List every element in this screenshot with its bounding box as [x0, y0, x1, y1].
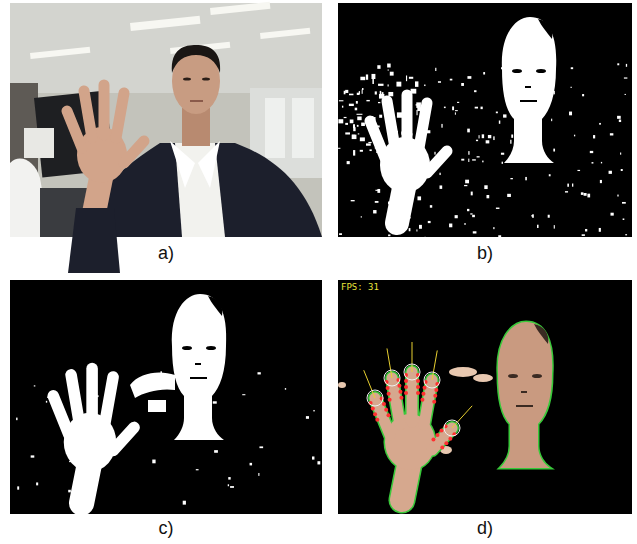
face — [498, 322, 552, 468]
face — [172, 294, 226, 440]
mask-c — [10, 280, 322, 514]
mask-b — [338, 3, 632, 239]
panel-caption: d) — [477, 519, 493, 537]
photo-a — [10, 2, 322, 273]
hand — [67, 85, 144, 273]
face — [502, 17, 556, 163]
hand — [370, 95, 447, 223]
fps-counter: FPS: 31 — [341, 283, 379, 292]
hand — [375, 372, 452, 500]
hand — [53, 369, 134, 503]
panel-caption: c) — [159, 519, 174, 537]
panel-caption: a) — [158, 244, 174, 262]
panel-caption: b) — [477, 244, 493, 262]
result-d — [338, 280, 632, 514]
